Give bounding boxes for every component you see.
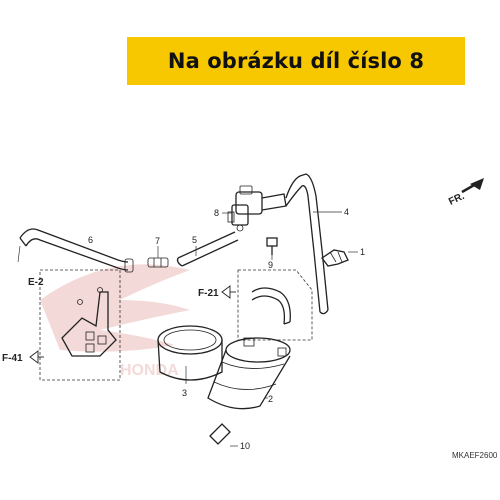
part-10-hose[interactable] xyxy=(209,423,238,447)
ref-f41: F-41 xyxy=(2,353,23,364)
callout-8: 8 xyxy=(214,208,219,218)
f21-group xyxy=(237,269,313,341)
callout-1: 1 xyxy=(360,247,365,257)
title-text: Na obrázku díl číslo 8 xyxy=(167,49,425,73)
callout-4: 4 xyxy=(344,207,349,217)
callout-6: 6 xyxy=(88,235,93,245)
part-4-hose[interactable] xyxy=(285,173,342,315)
front-direction-icon xyxy=(461,178,484,194)
part-1-clip[interactable] xyxy=(321,249,358,267)
part-3-band[interactable] xyxy=(157,325,223,384)
ref-e2: E-2 xyxy=(28,277,44,288)
part-6-hose[interactable] xyxy=(17,228,134,273)
part-5-hose[interactable] xyxy=(176,231,239,267)
ref-f21-arrow xyxy=(221,285,236,299)
diagram-code: MKAEF2600 xyxy=(452,451,498,460)
callout-10: 10 xyxy=(240,441,250,451)
callout-7: 7 xyxy=(155,236,160,246)
watermark-logo: HONDA xyxy=(40,264,190,379)
callout-5: 5 xyxy=(192,235,197,245)
ref-f21: F-21 xyxy=(198,288,219,299)
ref-f41-arrow xyxy=(29,350,44,364)
part-8-solenoid-valve[interactable] xyxy=(222,185,287,232)
ref-fr: FR. xyxy=(447,191,466,208)
part-9-bolt[interactable] xyxy=(266,237,278,260)
f41-bracket-group xyxy=(39,269,121,381)
title-banner: Na obrázku díl číslo 8 xyxy=(127,37,465,85)
part-7-joint[interactable] xyxy=(147,246,169,268)
callout-3: 3 xyxy=(182,388,187,398)
callout-9: 9 xyxy=(268,260,273,270)
part-2-canister[interactable] xyxy=(207,337,291,410)
callout-2: 2 xyxy=(268,394,273,404)
